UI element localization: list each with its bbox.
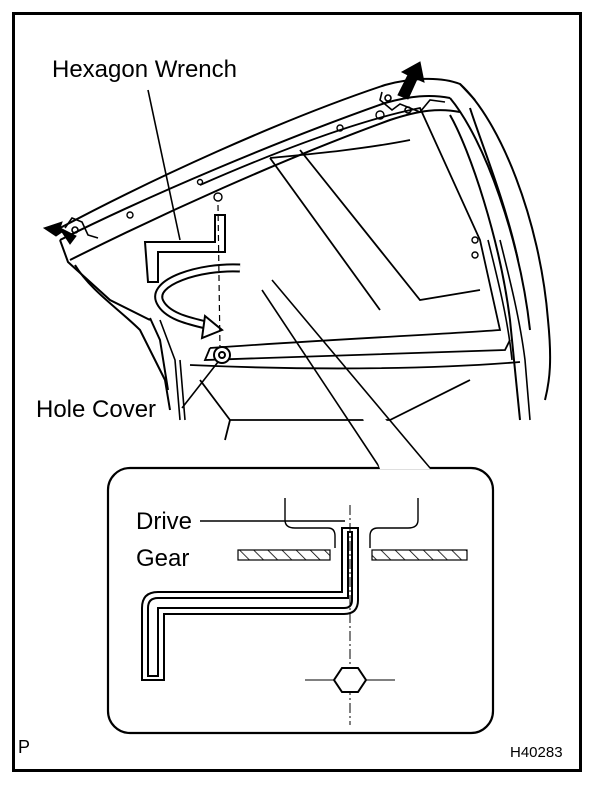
hole-cover: [213, 346, 231, 364]
hinge-right: [379, 91, 446, 114]
sunroof-glass: [189, 106, 521, 441]
side-rails: [159, 239, 531, 421]
up-arrow-icon: [397, 61, 425, 100]
gear-label: Gear: [136, 545, 190, 572]
corner-letter: P: [18, 737, 31, 757]
hole-cover-label: Hole Cover: [36, 396, 157, 423]
roof-plate-section: [237, 549, 468, 561]
hexagon-wrench-detail: [141, 527, 359, 681]
wrench-leader-line: [147, 89, 181, 241]
drive-label: Drive: [136, 508, 193, 535]
figure-code: H40283: [510, 744, 563, 761]
hole-cover-leader: [181, 361, 219, 409]
up-arrow-icon-left: [42, 221, 77, 245]
hexagon-bolt-icon: [332, 667, 368, 693]
hexagon-wrench: [143, 214, 226, 283]
hinge-left: [64, 217, 99, 239]
center-line: [217, 204, 221, 351]
fasteners: [126, 110, 479, 259]
hexagon-wrench-label: Hexagon Wrench: [52, 56, 237, 83]
curved-rotation-arrow-icon: [154, 263, 241, 340]
drive-gear-housing: [284, 498, 419, 548]
callout-leaders: [261, 279, 431, 469]
roof-panel: [59, 77, 552, 421]
